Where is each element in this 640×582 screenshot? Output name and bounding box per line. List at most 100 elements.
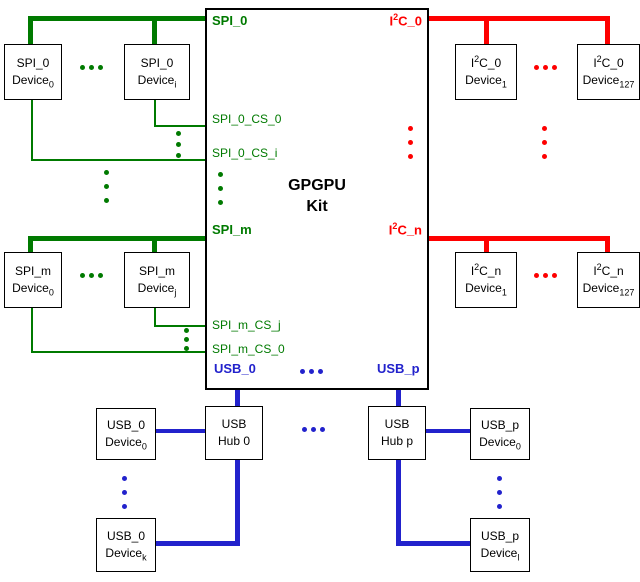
usb0-hub-down-wire (235, 460, 240, 546)
i2cn-branch-dev1-wire (484, 236, 489, 252)
device-name-label: Devicel (480, 545, 520, 563)
device-bus-label: I2C_n (593, 261, 624, 278)
gpgpu-kit-box (205, 8, 429, 390)
spi0-cs0-label: SPI_0_CS_0 (212, 112, 282, 126)
spim-port-label: SPI_m (212, 222, 252, 237)
i2cn-device1-box: I2C_n Device1 (455, 252, 517, 308)
usb-hubp-box: USB Hub p (368, 406, 426, 460)
i2cn-branch-dev127-wire (605, 236, 610, 252)
usbp-port-label: USB_p (377, 361, 420, 376)
i2c0-port-label: I2C_0 (368, 12, 423, 29)
spim-bus-wire (28, 236, 205, 241)
usbp-devl-wire (396, 541, 470, 546)
spi0-branch-devi-wire (152, 16, 157, 44)
spi0-branch-dev0-wire (28, 16, 33, 44)
hub-label-line2: Hub p (380, 434, 414, 448)
spi0-csi-wire-v (31, 100, 33, 161)
i2c0-device1-box: I2C_0 Device1 (455, 44, 517, 100)
usb0-devk-wire (156, 541, 240, 546)
hub-label-line1: USB (221, 417, 247, 432)
device-bus-label: SPI_0 (140, 55, 174, 70)
i2cn-devices-ellipsis-icon (534, 273, 557, 278)
device-bus-label: USB_0 (106, 528, 146, 543)
spim-csj-wire-h (154, 325, 205, 327)
kit-title: GPGPU Kit (252, 176, 382, 218)
spim-devicej-box: SPI_m Devicej (124, 252, 190, 308)
spim-csj-label: SPI_m_CS_j (212, 318, 281, 332)
i2cn-port-label: I2C_n (368, 221, 422, 238)
i2cn-port-sup: 2 (392, 221, 398, 231)
spim-cs-ellipsis-icon (184, 328, 189, 351)
spi0-cs-ellipsis-icon (176, 131, 181, 158)
usb0-devices-ellipsis-icon (122, 476, 127, 509)
spi0-cs0-wire-h (154, 125, 205, 127)
device-bus-label: I2C_0 (593, 53, 624, 70)
i2c0-port-pre: I (389, 13, 394, 29)
i2c0-branch-dev127-wire (605, 16, 610, 44)
device-name-label: Device127 (582, 72, 635, 90)
usbp-devicel-box: USB_p Devicel (470, 518, 530, 572)
hub-label-line2: Hub 0 (217, 434, 251, 448)
device-bus-label: SPI_m (138, 263, 175, 278)
device-name-label: Devicek (105, 545, 147, 563)
spi0-cs0-wire-v (154, 100, 156, 127)
usb0-port-label: USB_0 (214, 361, 256, 376)
usbp-device0-box: USB_p Device0 (470, 408, 530, 460)
device-name-label: Device1 (465, 280, 507, 298)
spi-left-ellipsis-icon (104, 170, 109, 203)
device-bus-label: I2C_n (470, 261, 502, 278)
i2c0-bus-wire (429, 16, 610, 21)
device-name-label: Device0 (105, 434, 147, 452)
usb-hub0-box: USB Hub 0 (205, 406, 263, 460)
i2c0-device127-box: I2C_0 Device127 (577, 44, 640, 100)
spim-csj-wire-v (154, 308, 156, 327)
i2cn-device127-box: I2C_n Device127 (577, 252, 640, 308)
spi0-device0-box: SPI_0 Device0 (4, 44, 62, 100)
hub-label-line1: USB (384, 417, 410, 432)
i2c0-branch-dev1-wire (484, 16, 489, 44)
device-name-label: Device1 (465, 72, 507, 90)
i2cn-port-pre: I (388, 222, 393, 238)
spi0-csi-label: SPI_0_CS_i (212, 146, 278, 160)
i2c0-port-sup: 2 (393, 12, 399, 22)
device-bus-label: I2C_0 (470, 53, 502, 70)
device-bus-label: SPI_0 (16, 55, 50, 70)
spim-branch-devj-wire (152, 236, 157, 252)
usbp-devices-ellipsis-icon (497, 476, 502, 509)
usb-hubs-ellipsis-icon (302, 427, 325, 432)
kit-title-line1: GPGPU (288, 177, 346, 194)
device-bus-label: SPI_m (14, 263, 51, 278)
spi-kit-ellipsis-icon (218, 172, 223, 205)
device-bus-label: USB_0 (106, 417, 146, 432)
usbp-hub-to-dev0-wire (426, 429, 470, 433)
spim-branch-dev0-wire (28, 236, 33, 252)
device-name-label: Device0 (12, 280, 54, 298)
device-name-label: Device127 (582, 280, 635, 298)
i2cn-port-post: C_n (397, 222, 422, 238)
i2c0-devices-ellipsis-icon (534, 65, 557, 70)
device-bus-label: USB_p (480, 417, 520, 432)
i2c-right-ellipsis-icon (542, 126, 547, 159)
spim-cs0-label: SPI_m_CS_0 (212, 342, 285, 356)
spi0-bus-wire (28, 16, 205, 21)
usb0-device0-box: USB_0 Device0 (96, 408, 156, 460)
spim-cs0-wire-h (31, 351, 205, 353)
spi0-devices-ellipsis-icon (80, 65, 103, 70)
i2c0-port-post: C_0 (398, 13, 422, 29)
kit-title-line2: Kit (306, 197, 328, 215)
spim-devices-ellipsis-icon (80, 273, 103, 278)
spim-device0-box: SPI_m Device0 (4, 252, 62, 308)
device-bus-label: USB_p (480, 528, 520, 543)
spi0-port-label: SPI_0 (212, 13, 248, 28)
device-name-label: Devicej (137, 280, 177, 298)
i2c-kit-ellipsis-icon (408, 126, 413, 159)
device-name-label: Device0 (479, 434, 521, 452)
spi0-csi-wire-h (31, 159, 205, 161)
usbp-port-wire (396, 390, 401, 406)
usbp-hub-down-wire (396, 460, 401, 546)
usb0-port-wire (235, 390, 240, 406)
i2cn-bus-wire (429, 236, 610, 241)
usb0-devicek-box: USB_0 Devicek (96, 518, 156, 572)
usb-ports-ellipsis-icon (300, 369, 323, 374)
